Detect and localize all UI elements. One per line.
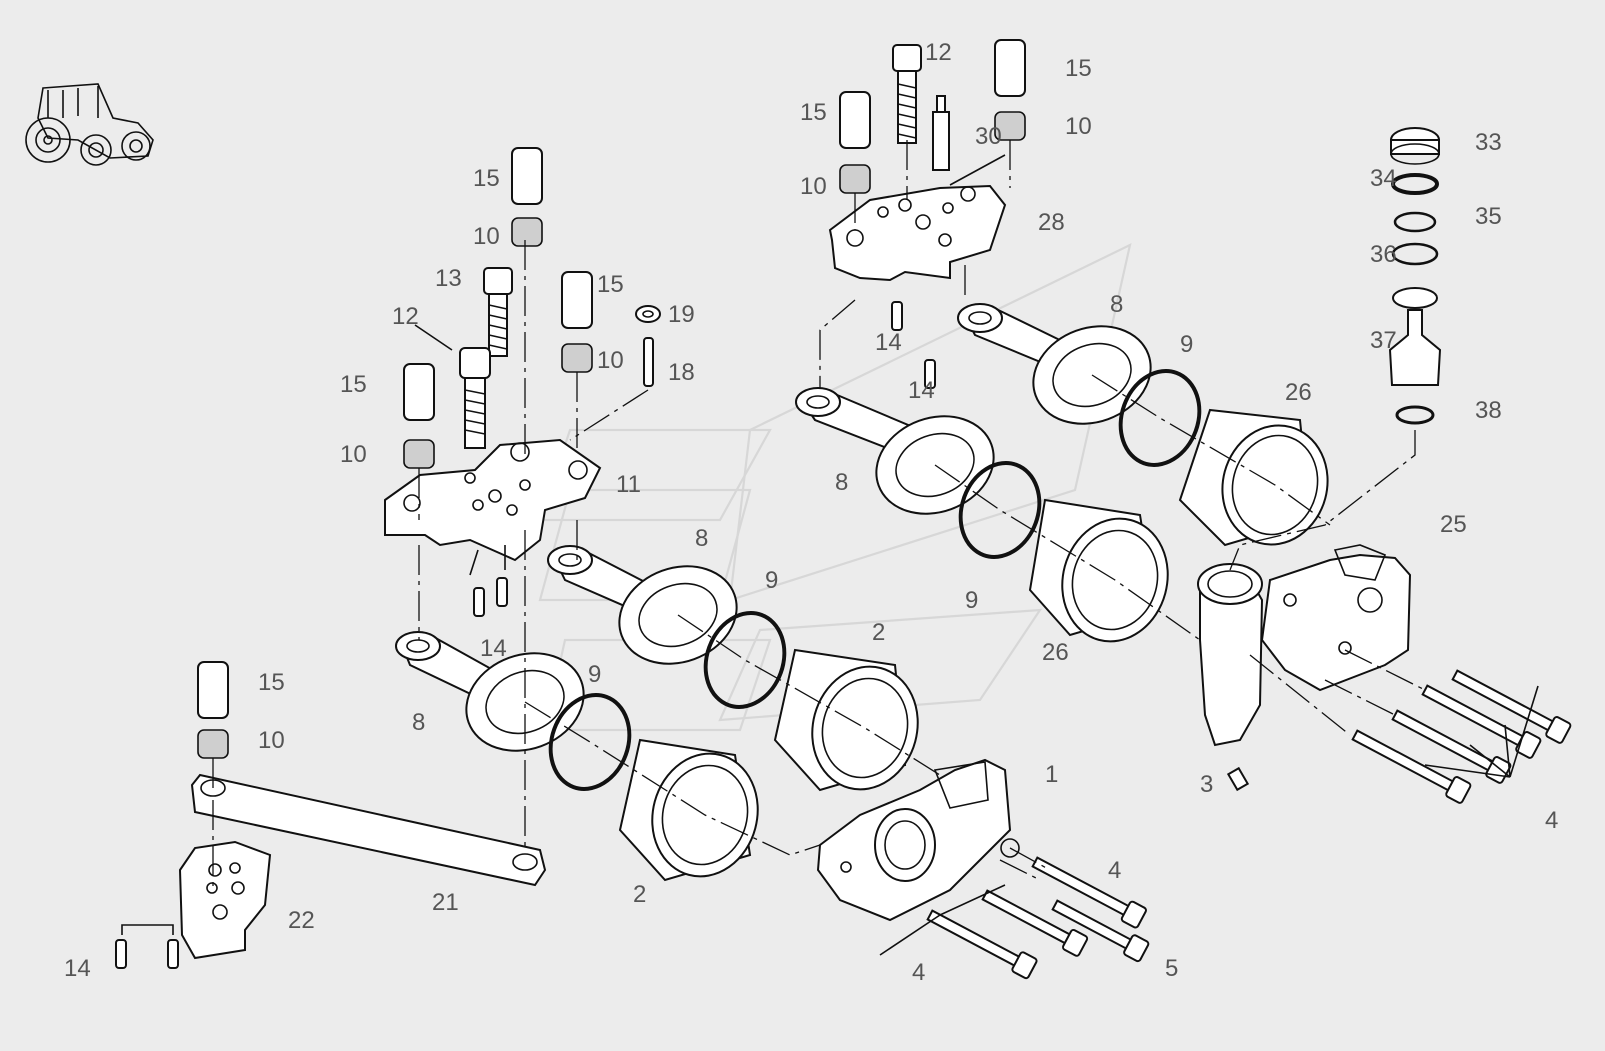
plate-11-assembly (384, 147, 661, 617)
valve-housing-25 (1197, 544, 1412, 792)
assembly-lines (121, 140, 1539, 956)
label-9: 9 (765, 567, 778, 594)
label-14: 14 (908, 377, 935, 404)
label-11: 11 (616, 471, 641, 498)
label-15: 15 (800, 99, 827, 126)
label-35: 35 (1475, 203, 1502, 230)
valve-stack (1388, 127, 1442, 425)
label-15: 15 (1065, 55, 1092, 82)
label-8: 8 (1110, 291, 1123, 318)
label-10: 10 (340, 441, 367, 468)
label-4: 4 (1108, 857, 1121, 884)
label-10: 10 (473, 223, 500, 250)
label-10: 10 (1065, 113, 1092, 140)
label-38: 38 (1475, 397, 1502, 424)
label-14: 14 (875, 329, 902, 356)
label-37: 37 (1370, 327, 1397, 354)
tractor-icon (25, 83, 154, 166)
label-9: 9 (1180, 331, 1193, 358)
label-14: 14 (480, 635, 507, 662)
label-4: 4 (912, 959, 925, 986)
label-8: 8 (835, 469, 848, 496)
pistons (618, 408, 1329, 882)
label-14: 14 (64, 955, 91, 982)
label-26: 26 (1042, 639, 1069, 666)
label-22: 22 (288, 907, 315, 934)
arm-21-assembly (115, 661, 547, 969)
label-12: 12 (925, 39, 952, 66)
label-9: 9 (965, 587, 978, 614)
part-number-labels: 12 15 15 30 10 10 28 33 34 35 36 37 38 1… (64, 39, 1558, 986)
label-34: 34 (1370, 165, 1397, 192)
label-15: 15 (597, 271, 624, 298)
label-36: 36 (1370, 241, 1397, 268)
label-10: 10 (258, 727, 285, 754)
label-33: 33 (1475, 129, 1502, 156)
label-8: 8 (695, 525, 708, 552)
label-13: 13 (435, 265, 462, 292)
label-18: 18 (668, 359, 695, 386)
label-3: 3 (1200, 771, 1213, 798)
plate-28-assembly (828, 39, 1026, 389)
label-12: 12 (392, 303, 419, 330)
seal-rings (548, 369, 1202, 791)
label-28: 28 (1038, 209, 1065, 236)
label-5: 5 (1165, 955, 1178, 982)
label-8: 8 (412, 709, 425, 736)
label-30: 30 (975, 123, 1002, 150)
label-15: 15 (258, 669, 285, 696)
label-21: 21 (432, 889, 459, 916)
housing-1 (816, 758, 1020, 922)
label-4: 4 (1545, 807, 1558, 834)
label-2: 2 (872, 619, 885, 646)
label-9: 9 (588, 661, 601, 688)
label-19: 19 (668, 301, 695, 328)
label-15: 15 (473, 165, 500, 192)
label-15: 15 (340, 371, 367, 398)
label-10: 10 (597, 347, 624, 374)
label-2: 2 (633, 881, 646, 908)
label-26: 26 (1285, 379, 1312, 406)
label-1: 1 (1045, 761, 1058, 788)
label-10: 10 (800, 173, 827, 200)
label-25: 25 (1440, 511, 1467, 538)
